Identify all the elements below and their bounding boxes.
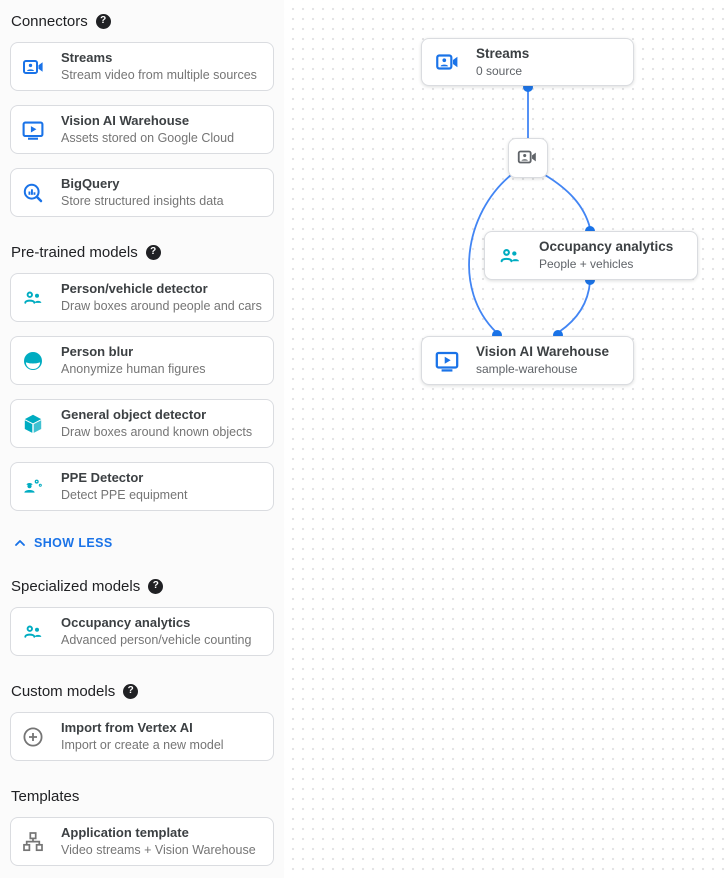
section-label: Templates	[11, 787, 80, 805]
help-icon[interactable]: ?	[123, 683, 139, 699]
card-subtitle: Video streams + Vision Warehouse	[61, 843, 256, 857]
card-title: Person/vehicle detector	[61, 281, 208, 296]
graph-edges	[468, 82, 595, 340]
edge-occupancy-to-warehouse-right	[558, 281, 591, 333]
card-subtitle: Store structured insights data	[61, 194, 224, 208]
card-title: Import from Vertex AI	[61, 720, 193, 735]
section-label: Specialized models	[11, 577, 141, 595]
help-icon[interactable]: ?	[145, 244, 161, 260]
node-subtitle: 0 source	[476, 63, 523, 78]
node-subtitle: sample-warehouse	[476, 362, 578, 376]
section-header-connectors: Connectors ?	[11, 12, 274, 30]
node-subtitle: People + vehicles	[539, 257, 634, 271]
video-camera-icon	[516, 146, 540, 170]
people-icon	[21, 620, 45, 644]
warehouse-tv-icon	[434, 348, 460, 374]
card-subtitle: Assets stored on Google Cloud	[61, 131, 235, 145]
chevron-up-icon	[12, 535, 28, 551]
video-camera-icon	[434, 49, 460, 75]
section-label: Connectors	[11, 12, 88, 30]
sidebar-card-person-blur[interactable]: Person blur Anonymize human figures	[10, 336, 274, 385]
card-subtitle: Stream video from multiple sources	[61, 68, 257, 82]
node-stream-source-mini[interactable]	[508, 138, 548, 178]
sidebar-card-import-from-vertex-ai[interactable]: Import from Vertex AI Import or create a…	[10, 712, 274, 761]
node-title: Vision AI Warehouse	[476, 344, 610, 359]
sidebar-card-vision-ai-warehouse[interactable]: Vision AI Warehouse Assets stored on Goo…	[10, 105, 274, 154]
section-label: Pre-trained models	[11, 243, 138, 261]
card-subtitle: Import or create a new model	[61, 738, 224, 752]
node-occupancy-analytics[interactable]: Occupancy analytics People + vehicles	[484, 231, 698, 280]
card-subtitle: Advanced person/vehicle counting	[61, 633, 252, 647]
graph-canvas[interactable]: Streams 0 source Occupancy analytics Peo…	[284, 0, 725, 878]
edge-mini-to-warehouse-left	[468, 174, 512, 333]
add-circle-icon	[21, 725, 45, 749]
cube-icon	[21, 412, 45, 436]
warehouse-tv-icon	[21, 118, 45, 142]
node-title: Occupancy analytics	[539, 239, 674, 254]
card-title: Application template	[61, 825, 189, 840]
help-icon[interactable]: ?	[95, 13, 111, 29]
bigquery-icon	[21, 181, 45, 205]
section-header-pretrained-models: Pre-trained models ?	[11, 243, 274, 261]
card-title: General object detector	[61, 407, 207, 422]
edge-mini-to-occupancy	[544, 174, 591, 229]
node-vision-ai-warehouse[interactable]: Vision AI Warehouse sample-warehouse	[421, 336, 634, 385]
sidebar-card-streams[interactable]: Streams Stream video from multiple sourc…	[10, 42, 274, 91]
card-title: Vision AI Warehouse	[61, 113, 190, 128]
sidebar-card-person-vehicle-detector[interactable]: Person/vehicle detector Draw boxes aroun…	[10, 273, 274, 322]
card-subtitle: Detect PPE equipment	[61, 488, 188, 502]
card-title: PPE Detector	[61, 470, 144, 485]
section-header-templates: Templates	[11, 787, 274, 805]
sidebar-card-ppe-detector[interactable]: PPE Detector Detect PPE equipment	[10, 462, 274, 511]
node-title: Streams	[476, 45, 530, 61]
people-icon	[21, 286, 45, 310]
card-subtitle: Anonymize human figures	[61, 362, 206, 376]
components-sidebar: Connectors ? Streams Stream video from m…	[0, 0, 284, 878]
video-camera-icon	[21, 55, 45, 79]
ppe-icon	[21, 475, 45, 499]
tree-icon	[21, 830, 45, 854]
section-header-custom-models: Custom models ?	[11, 682, 274, 700]
sidebar-card-occupancy-analytics[interactable]: Occupancy analytics Advanced person/vehi…	[10, 607, 274, 656]
people-icon	[497, 243, 523, 269]
section-header-specialized-models: Specialized models ?	[11, 577, 274, 595]
card-title: BigQuery	[61, 176, 120, 191]
help-icon[interactable]: ?	[148, 578, 164, 594]
face-icon	[21, 349, 45, 373]
card-title: Streams	[61, 50, 113, 65]
show-less-link[interactable]: SHOW LESS	[12, 535, 274, 551]
sidebar-card-application-template[interactable]: Application template Video streams + Vis…	[10, 817, 274, 866]
node-streams[interactable]: Streams 0 source	[421, 38, 634, 86]
section-label: Custom models	[11, 682, 116, 700]
card-subtitle: Draw boxes around known objects	[61, 425, 253, 439]
card-subtitle: Draw boxes around people and cars	[61, 299, 262, 313]
sidebar-card-bigquery[interactable]: BigQuery Store structured insights data	[10, 168, 274, 217]
card-title: Person blur	[61, 344, 134, 359]
card-title: Occupancy analytics	[61, 615, 191, 630]
sidebar-card-general-object-detector[interactable]: General object detector Draw boxes aroun…	[10, 399, 274, 448]
show-less-label: SHOW LESS	[34, 536, 113, 550]
